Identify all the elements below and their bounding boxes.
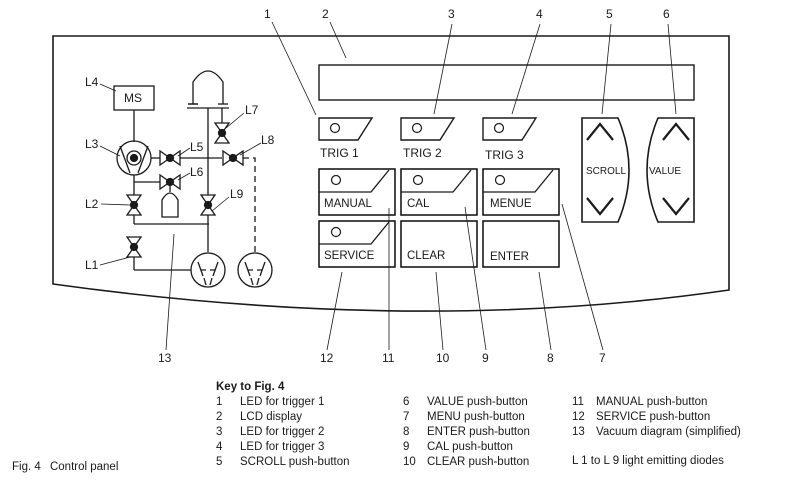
led-label-l3: L3 — [85, 137, 99, 151]
figure-caption: Fig. 4 Control panel — [12, 461, 118, 473]
scroll-button[interactable]: SCROLL — [581, 117, 630, 223]
callout-5: 5 — [606, 7, 613, 21]
led-label-l4: L4 — [85, 75, 99, 89]
led-label-l7: L7 — [245, 103, 259, 117]
trig-3-led-icon — [493, 122, 505, 134]
figure-number: Fig. 4 — [12, 461, 41, 473]
cal-label: CAL — [407, 198, 430, 210]
value-button[interactable]: VALUE — [646, 117, 695, 223]
panel-outline — [52, 35, 730, 312]
lcd-display — [318, 64, 695, 101]
manual-label: MANUAL — [324, 198, 373, 210]
callout-10: 10 — [436, 351, 450, 365]
callout-8: 8 — [547, 351, 554, 365]
trig-2-led-icon — [411, 122, 423, 134]
clear-button[interactable]: CLEAR — [400, 220, 478, 268]
enter-label: ENTER — [490, 251, 529, 263]
trig-1-button[interactable]: TRIG 1 — [318, 117, 374, 160]
led-label-l9: L9 — [230, 187, 244, 201]
gas-bottle-icon — [161, 192, 179, 218]
trig-3-button[interactable]: TRIG 3 — [482, 117, 538, 162]
manual-led-icon — [330, 174, 342, 186]
scroll-label: SCROLL — [586, 166, 626, 177]
callout-1: 1 — [264, 7, 271, 21]
trig-1-label: TRIG 1 — [320, 146, 359, 160]
trig-3-label: TRIG 3 — [485, 148, 524, 162]
chamber-icon — [192, 70, 224, 104]
led-label-l2: L2 — [85, 197, 99, 211]
service-label: SERVICE — [324, 250, 375, 262]
callout-7: 7 — [599, 351, 606, 365]
service-button[interactable]: SERVICE — [318, 220, 396, 268]
valve-l7-icon — [213, 122, 231, 144]
value-up-icon[interactable] — [662, 122, 690, 141]
key-title: Key to Fig. 4 — [216, 381, 285, 393]
trig-2-label: TRIG 2 — [403, 146, 442, 160]
menue-button[interactable]: MENUE — [482, 168, 560, 216]
scroll-up-icon[interactable] — [586, 122, 614, 141]
cal-button[interactable]: CAL — [400, 168, 478, 216]
value-down-icon[interactable] — [662, 197, 690, 216]
led-labels: L4 L3 L5 L6 L7 L8 L9 L2 L1 — [85, 75, 275, 272]
callout-13: 13 — [158, 351, 172, 365]
vacuum-diagram: MS — [113, 70, 273, 288]
led-note: L 1 to L 9 light emitting diodes — [572, 455, 724, 467]
callout-6: 6 — [663, 7, 670, 21]
valve-l6-icon — [159, 173, 181, 191]
callout-9: 9 — [482, 351, 489, 365]
figure-title: Control panel — [49, 461, 119, 473]
led-label-l1: L1 — [85, 258, 99, 272]
menue-label: MENUE — [490, 198, 532, 210]
callouts: 1 2 3 4 5 6 7 8 9 10 11 12 13 — [158, 7, 677, 365]
led-label-l8: L8 — [261, 133, 275, 147]
enter-button[interactable]: ENTER — [482, 220, 560, 268]
led-label-l5: L5 — [190, 140, 204, 154]
scroll-down-icon[interactable] — [586, 197, 614, 216]
menue-led-icon — [494, 174, 506, 186]
ms-label: MS — [124, 91, 142, 105]
callout-11: 11 — [382, 351, 395, 365]
clear-label: CLEAR — [407, 250, 445, 262]
callout-4: 4 — [536, 7, 543, 21]
led-label-l6: L6 — [190, 165, 204, 179]
service-led-icon — [330, 226, 342, 238]
rough-pump-1-icon — [190, 252, 226, 288]
callout-3: 3 — [448, 7, 455, 21]
value-label: VALUE — [649, 166, 681, 177]
manual-button[interactable]: MANUAL — [318, 168, 396, 216]
callout-2: 2 — [322, 7, 329, 21]
trig-1-led-icon — [329, 122, 341, 134]
rough-pump-2-icon — [237, 252, 273, 288]
callout-12: 12 — [320, 351, 334, 365]
trig-2-button[interactable]: TRIG 2 — [400, 117, 456, 160]
cal-led-icon — [412, 174, 424, 186]
